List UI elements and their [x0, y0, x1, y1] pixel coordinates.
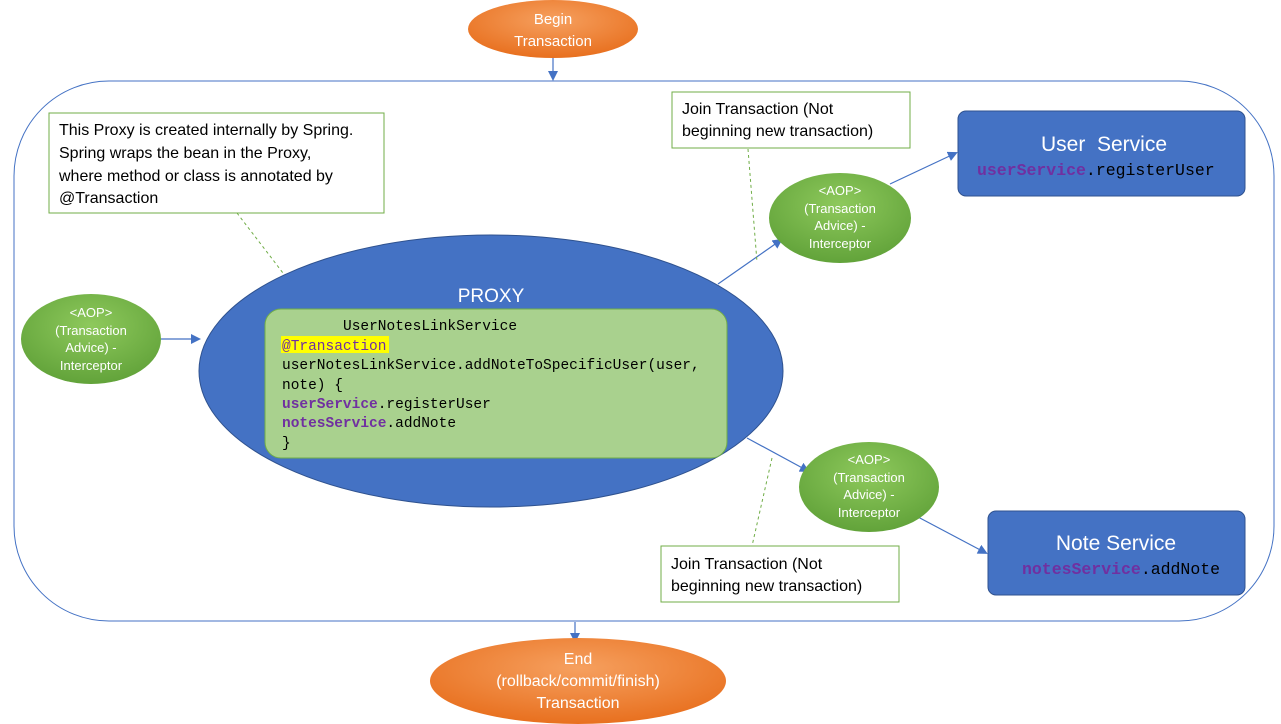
user-service-title: User Service: [1041, 133, 1167, 156]
user-service-node: User Service userService.registerUser: [957, 110, 1246, 197]
bottom-interceptor-line4: Interceptor: [838, 505, 901, 520]
transaction-annotation: @Transaction: [282, 339, 386, 355]
add-note-call-object: notesService: [282, 416, 386, 432]
top-interceptor-line1: <AOP>: [819, 183, 862, 198]
begin-transaction-node: Begin Transaction: [468, 0, 638, 58]
method-close-brace: }: [282, 436, 291, 452]
user-service-method: .registerUser: [1086, 161, 1215, 180]
left-interceptor-line3: Advice) -: [65, 340, 116, 355]
bottom-join-note-connector: [751, 457, 773, 547]
left-interceptor-line1: <AOP>: [70, 305, 113, 320]
add-note-call: notesService.addNote: [282, 416, 456, 432]
register-user-call-object: userService: [282, 397, 378, 413]
transaction-boundary: [13, 80, 1275, 622]
proxy-title: PROXY: [458, 286, 525, 307]
proxy-to-bottom-interceptor-arrow: [746, 437, 810, 472]
bottom-aop-interceptor: <AOP> (Transaction Advice) - Interceptor: [799, 442, 939, 532]
begin-line2: Transaction: [514, 33, 592, 50]
bottom-join-line1: Join Transaction (Not: [671, 556, 823, 573]
proxy-note-callout: This Proxy is created internally by Spri…: [48, 112, 385, 214]
note-service-method: .addNote: [1141, 560, 1220, 579]
top-interceptor-line3: Advice) -: [814, 218, 865, 233]
proxy-to-top-interceptor-arrow: [717, 238, 783, 285]
method-signature-line1: userNotesLinkService.addNoteToSpecificUs…: [282, 358, 700, 374]
top-join-line1: Join Transaction (Not: [682, 101, 834, 118]
annotation-highlight: [281, 336, 389, 353]
top-interceptor-line2: (Transaction: [804, 201, 876, 216]
top-aop-interceptor: <AOP> (Transaction Advice) - Interceptor: [769, 173, 911, 263]
note-service-call: notesService.addNote: [1022, 560, 1220, 579]
proxy-note-line2: Spring wraps the bean in the Proxy,: [59, 145, 311, 162]
top-interceptor-to-user-service-arrow: [889, 151, 958, 185]
register-user-call-method: .registerUser: [378, 397, 491, 413]
register-user-call: userService.registerUser: [282, 397, 491, 413]
user-notes-link-service-box: UserNotesLinkService @Transaction userNo…: [264, 308, 728, 459]
bottom-interceptor-line2: (Transaction: [833, 470, 905, 485]
left-interceptor-line2: (Transaction: [55, 323, 127, 338]
proxy-note-line4: @Transaction: [59, 190, 158, 207]
note-service-title: Note Service: [1056, 532, 1176, 555]
add-note-call-method: .addNote: [386, 416, 456, 432]
user-service-object: userService: [977, 161, 1086, 180]
proxy-node: PROXY UserNotesLinkService @Transaction …: [198, 234, 784, 508]
proxy-note-line1: This Proxy is created internally by Spri…: [59, 122, 353, 139]
bottom-interceptor-to-note-service-arrow: [917, 516, 988, 554]
top-join-note-connector: [747, 148, 758, 263]
end-transaction-node: End (rollback/commit/finish) Transaction: [430, 638, 726, 724]
method-signature-line2: note) {: [282, 378, 343, 394]
bottom-interceptor-line1: <AOP>: [848, 452, 891, 467]
end-line1: End: [564, 651, 592, 668]
begin-line1: Begin: [534, 11, 572, 28]
top-join-line2: beginning new transaction): [682, 123, 873, 140]
bottom-interceptor-line3: Advice) -: [843, 487, 894, 502]
end-line2: (rollback/commit/finish): [496, 673, 660, 690]
end-line3: Transaction: [537, 695, 620, 712]
left-aop-interceptor: <AOP> (Transaction Advice) - Interceptor: [21, 294, 161, 384]
top-interceptor-line4: Interceptor: [809, 236, 872, 251]
note-service-object: notesService: [1022, 560, 1141, 579]
bottom-join-note: Join Transaction (Not beginning new tran…: [660, 545, 900, 603]
top-join-note: Join Transaction (Not beginning new tran…: [671, 91, 911, 149]
service-name: UserNotesLinkService: [343, 319, 517, 335]
bottom-join-line2: beginning new transaction): [671, 578, 862, 595]
proxy-note-line3: where method or class is annotated by: [58, 168, 333, 185]
left-interceptor-line4: Interceptor: [60, 358, 123, 373]
proxy-note-connector: [236, 212, 284, 274]
user-service-call: userService.registerUser: [977, 161, 1215, 180]
note-service-node: Note Service notesService.addNote: [987, 510, 1246, 596]
